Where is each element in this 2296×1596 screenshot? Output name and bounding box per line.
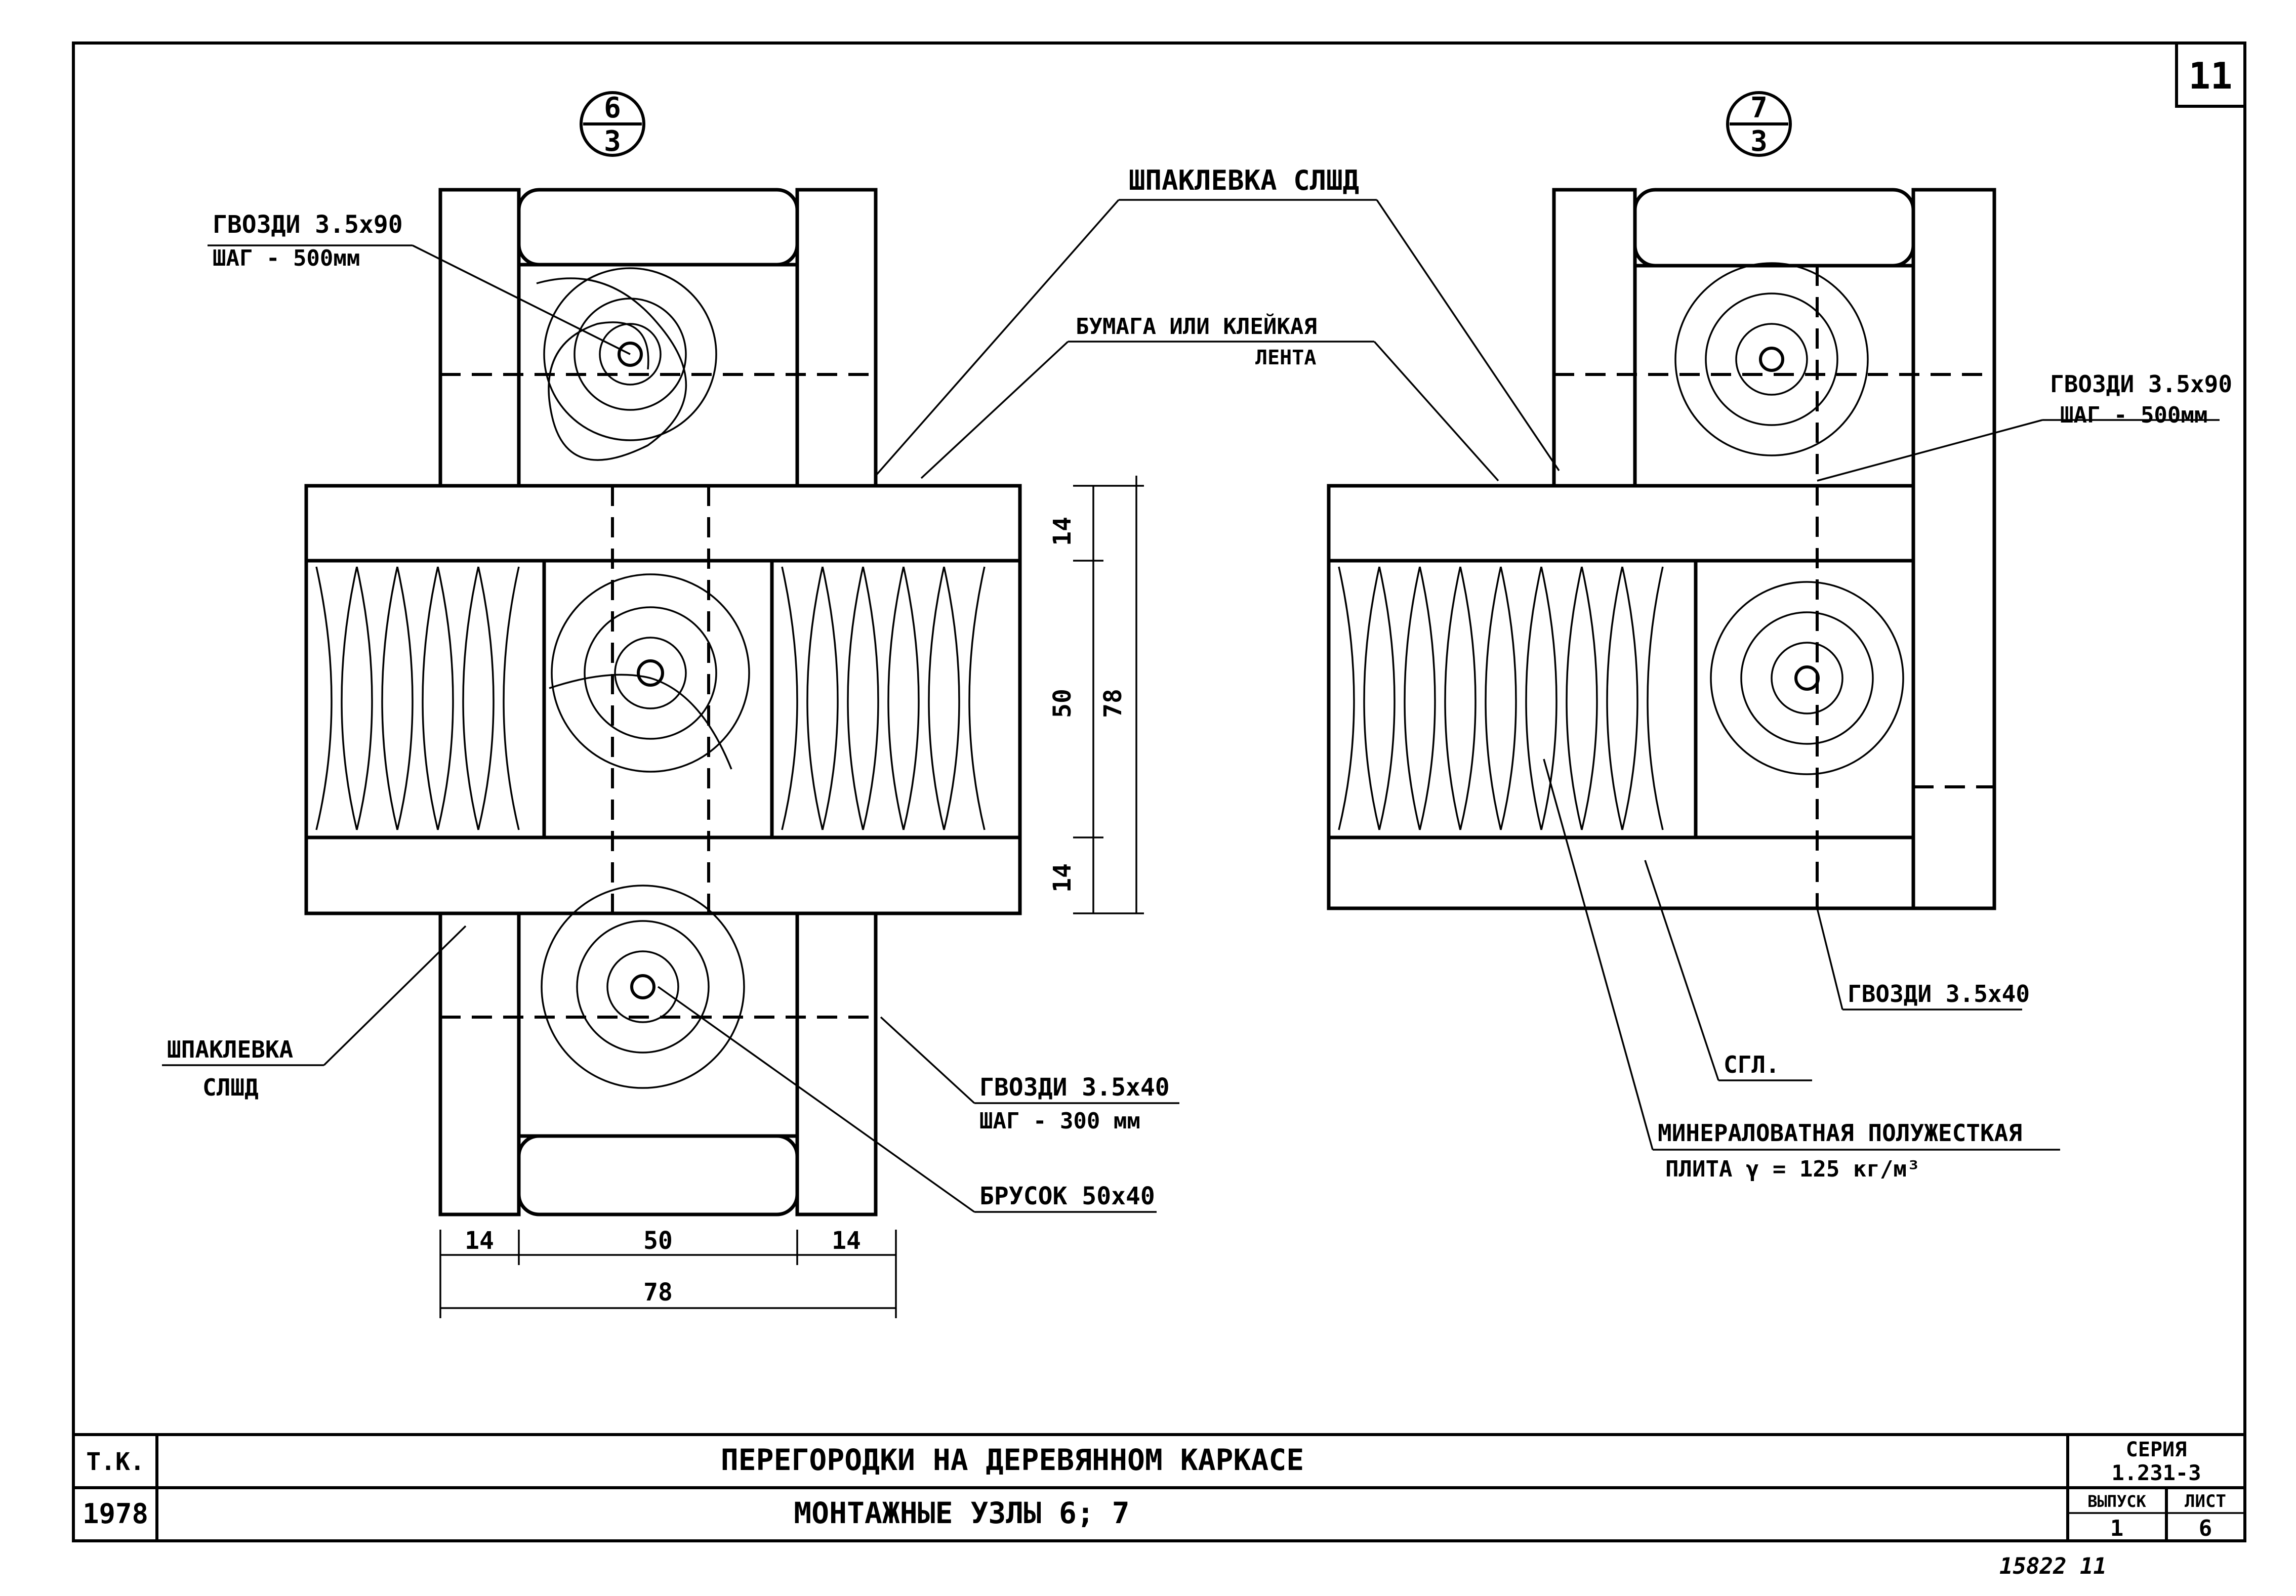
title-year: 1978 bbox=[83, 1498, 148, 1530]
callout-putty-left-2: СЛШД bbox=[202, 1074, 259, 1101]
central-stud-left bbox=[542, 559, 774, 839]
title-tk: Т.К. bbox=[86, 1448, 145, 1476]
upper-post-right bbox=[1552, 188, 1915, 488]
callout-gypsum: СГЛ. bbox=[1724, 1051, 1780, 1078]
gypsum-board-top-right bbox=[1327, 484, 1915, 563]
vertical-dimensions: 14 50 14 78 bbox=[1048, 476, 1144, 914]
horizontal-dimensions: 14 50 14 78 bbox=[439, 1227, 897, 1318]
node-7-assembly: 7 3 bbox=[1327, 91, 1996, 910]
series-value: 1.231-3 bbox=[2111, 1460, 2201, 1485]
callout-paper-1: БУМАГА ИЛИ КЛЕЙКАЯ bbox=[1076, 313, 1317, 340]
callout-putty-top: ШПАКЛЕВКА СЛШД bbox=[1129, 164, 1359, 196]
gypsum-board-top-left bbox=[304, 484, 1022, 563]
node-6-assembly: 6 3 bbox=[304, 91, 1144, 1318]
title-main: ПЕРЕГОРОДКИ НА ДЕРЕВЯННОМ КАРКАСЕ bbox=[721, 1443, 1304, 1477]
dim-v-total: 78 bbox=[1099, 689, 1127, 718]
callout-wool-2: ПЛИТА γ = 125 кг/м³ bbox=[1665, 1156, 1920, 1182]
wool-pattern-right bbox=[1338, 566, 1664, 830]
lower-post-left bbox=[438, 885, 878, 1216]
node-7-bottom: 3 bbox=[1750, 125, 1768, 158]
node-marker-7: 7 3 bbox=[1726, 91, 1792, 158]
callout-nails-right-1: ГВОЗДИ 3.5х90 bbox=[2050, 370, 2232, 398]
dim-v-mid: 50 bbox=[1048, 689, 1077, 718]
callout-wool-1: МИНЕРАЛОВАТНАЯ ПОЛУЖЕСТКАЯ bbox=[1658, 1119, 2022, 1147]
node-marker-6: 6 3 bbox=[580, 91, 645, 158]
callout-nails-right-2: ШАГ - 500мм bbox=[2060, 402, 2207, 428]
issue-label: ВЫПУСК bbox=[2087, 1492, 2146, 1511]
callout-nails-small: ГВОЗДИ 3.5х40 bbox=[1848, 980, 2030, 1007]
dim-h-left: 14 bbox=[465, 1227, 494, 1255]
dim-h-mid: 50 bbox=[643, 1227, 673, 1255]
sheet-label: ЛИСТ bbox=[2185, 1491, 2226, 1511]
mineral-wool-right bbox=[1327, 559, 1698, 839]
callout-nails-top-left-1: ГВОЗДИ 3.5х90 bbox=[213, 211, 403, 239]
sheet-value: 6 bbox=[2199, 1516, 2212, 1541]
footer-code: 15822 11 bbox=[1999, 1553, 2107, 1579]
node-7-top: 7 bbox=[1750, 92, 1768, 124]
callout-nails-top-left-2: ШАГ - 500мм bbox=[213, 245, 360, 271]
gypsum-board-corner-right bbox=[1911, 188, 1996, 910]
dim-v-bot: 14 bbox=[1048, 863, 1077, 893]
sheet-number: 11 bbox=[2189, 55, 2233, 97]
sheet-number-box: 11 bbox=[2175, 41, 2246, 108]
callout-bar: БРУСОК 50х40 bbox=[979, 1182, 1155, 1210]
issue-value: 1 bbox=[2110, 1516, 2124, 1541]
node-6-bottom: 3 bbox=[604, 125, 621, 158]
callout-putty-left-1: ШПАКЛЕВКА bbox=[167, 1036, 293, 1063]
dim-h-right: 14 bbox=[832, 1227, 861, 1255]
title-block: Т.К. 1978 ПЕРЕГОРОДКИ НА ДЕРЕВЯННОМ КАРК… bbox=[72, 1433, 2246, 1542]
dim-h-total: 78 bbox=[643, 1278, 673, 1307]
callout-paper-2: ЛЕНТА bbox=[1255, 346, 1316, 369]
title-sub: МОНТАЖНЫЕ УЗЛЫ 6; 7 bbox=[794, 1496, 1129, 1530]
callout-nails-bottom-2: ШАГ - 300 мм bbox=[979, 1108, 1140, 1134]
wool-pattern-left bbox=[315, 566, 986, 830]
leader-lines bbox=[162, 199, 2220, 1213]
dim-v-top: 14 bbox=[1048, 517, 1077, 546]
gypsum-board-bottom-right bbox=[1327, 835, 1915, 910]
series-label: СЕРИЯ bbox=[2126, 1438, 2187, 1461]
gypsum-board-bottom-left bbox=[304, 835, 1022, 915]
upper-post-left bbox=[438, 188, 878, 488]
corner-stud-right bbox=[1694, 559, 1915, 839]
node-6-top: 6 bbox=[604, 92, 621, 124]
callout-nails-bottom-1: ГВОЗДИ 3.5х40 bbox=[979, 1073, 1170, 1102]
